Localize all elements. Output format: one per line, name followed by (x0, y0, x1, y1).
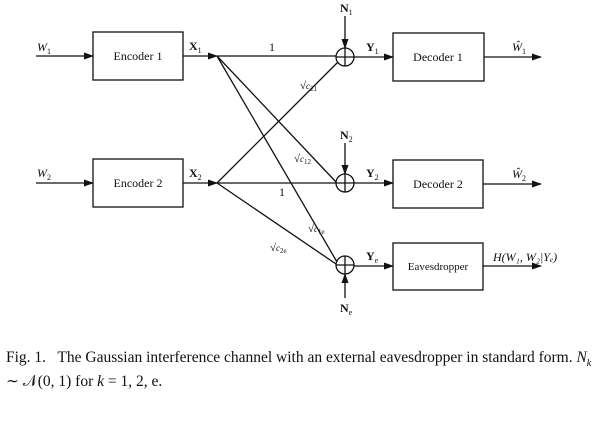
gain-label-c12: √c12 (294, 153, 312, 166)
label-equivocation: H(W₁, W₂|Yₑ) (492, 250, 557, 264)
label-x2: X2 (189, 166, 202, 182)
label-n2: N2 (340, 128, 353, 144)
caption-math-k: k (97, 373, 105, 391)
caption-text-1: The Gaussian interference channel with a… (57, 349, 573, 366)
label-x1: X1 (189, 39, 202, 55)
figure-caption: Fig. 1. The Gaussian interference channe… (6, 349, 608, 391)
caption-math-dist: ∼ 𝒩(0, 1) (6, 373, 72, 391)
sum-node-1 (335, 47, 355, 67)
sum-node-e (335, 255, 355, 275)
label-y2: Y2 (366, 166, 379, 182)
label-w2-hat: Ŵ2 (512, 167, 526, 183)
label-w2: W2 (37, 166, 51, 182)
encoder-1-label: Encoder 1 (114, 49, 163, 63)
link-x2-y1 (216, 61, 339, 184)
caption-math-nk: Nk (576, 349, 592, 370)
label-w1: W1 (37, 40, 51, 56)
label-ne: Ne (340, 301, 353, 317)
caption-text-2: for (75, 373, 94, 391)
link-x2-ye (216, 182, 337, 265)
gain-label-c1e: √c1e (308, 223, 325, 236)
sum-node-2 (335, 173, 355, 193)
eavesdropper-label: Eavesdropper (408, 261, 469, 273)
decoder-1-label: Decoder 1 (413, 50, 463, 64)
caption-math-vals: = 1, 2, e. (107, 373, 163, 391)
interference-channel-diagram: W1 W2 Encoder 1 Encoder 2 X1 X2 1 1 √c21… (36, 1, 557, 317)
link-x1-y2 (216, 55, 337, 183)
link-x1-ye (216, 55, 338, 263)
gain-label-c2e: √c2e (270, 242, 287, 255)
label-y1: Y1 (366, 40, 379, 56)
label-w1-hat: Ŵ1 (512, 40, 526, 56)
decoder-2-label: Decoder 2 (413, 177, 463, 191)
caption-fig-label: Fig. 1. (6, 349, 47, 366)
encoder-2-label: Encoder 2 (114, 176, 163, 190)
gain-label-x1-y1: 1 (269, 40, 275, 54)
gain-label-x2-y2: 1 (279, 185, 285, 199)
label-ye: Ye (366, 249, 379, 265)
gain-label-c21: √c21 (300, 80, 318, 93)
label-n1: N1 (340, 1, 353, 17)
